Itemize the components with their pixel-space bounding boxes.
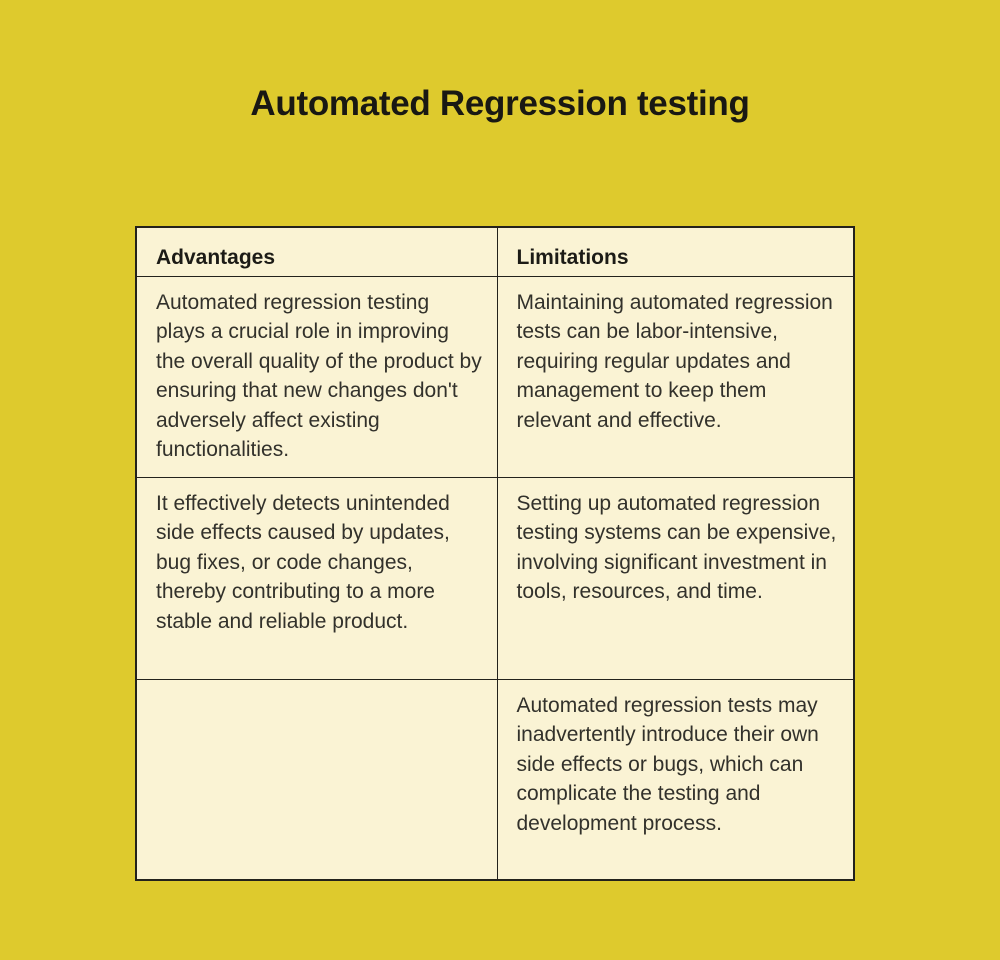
comparison-table: Advantages Limitations Automated regress…: [135, 226, 855, 881]
advantages-cell-3: [135, 678, 498, 881]
limitations-cell-2: Setting up automated regression testing …: [496, 476, 855, 680]
advantages-cell-2: It effectively detects unintended side e…: [135, 476, 498, 680]
table-row: It effectively detects unintended side e…: [135, 476, 855, 680]
column-header-limitations: Limitations: [496, 226, 855, 277]
page-title: Automated Regression testing: [250, 84, 750, 123]
column-header-advantages: Advantages: [135, 226, 498, 277]
limitations-cell-1: Maintaining automated regression tests c…: [496, 275, 855, 478]
limitations-cell-3: Automated regression tests may inadverte…: [496, 678, 855, 881]
table-row: Automated regression testing plays a cru…: [135, 275, 855, 478]
table-row: Automated regression tests may inadverte…: [135, 678, 855, 881]
advantages-cell-1: Automated regression testing plays a cru…: [135, 275, 498, 478]
table-header-row: Advantages Limitations: [135, 226, 855, 277]
